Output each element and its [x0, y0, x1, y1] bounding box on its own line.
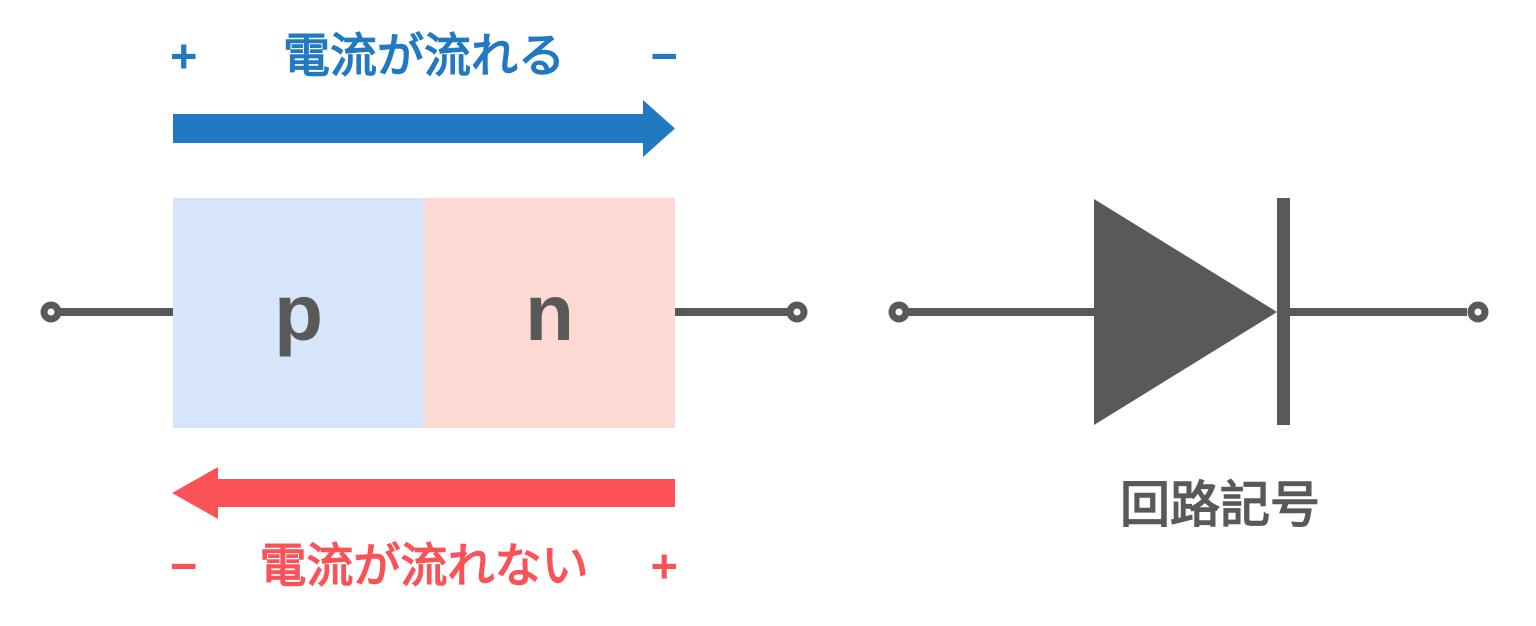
- forward-minus-sign: −: [650, 29, 678, 82]
- n-region: n: [424, 198, 675, 428]
- reverse-bias-label-row: − 電流が流れない +: [170, 538, 678, 594]
- left-lead-terminal-icon: [40, 301, 176, 323]
- reverse-current-arrow-icon: [172, 467, 675, 519]
- reverse-minus-sign: −: [170, 539, 198, 592]
- reverse-plus-sign: +: [650, 539, 678, 592]
- forward-bias-label: 電流が流れる: [283, 29, 565, 82]
- p-region-label: p: [274, 268, 323, 357]
- reverse-bias-label: 電流が流れない: [259, 539, 589, 592]
- p-region: p: [173, 198, 424, 428]
- right-lead-terminal-icon: [675, 301, 808, 323]
- forward-current-arrow-icon: [173, 100, 675, 157]
- circuit-symbol-caption: 回路記号: [1120, 477, 1320, 533]
- pn-junction-box: p n: [173, 198, 675, 428]
- diode-circuit-symbol-icon: [888, 198, 1489, 425]
- n-region-label: n: [525, 268, 574, 357]
- forward-plus-sign: +: [170, 29, 198, 82]
- forward-bias-label-row: + 電流が流れる −: [170, 28, 678, 84]
